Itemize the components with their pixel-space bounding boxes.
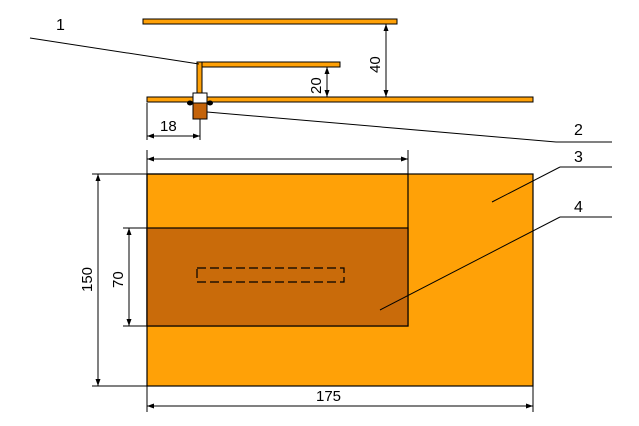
callout-1: 1 (56, 17, 65, 34)
callout-2: 2 (574, 122, 583, 139)
dimension-18: 18 (160, 118, 177, 135)
connector-nut-left (187, 100, 193, 106)
radiating-patch (146, 227, 409, 327)
connector-nut-right (207, 100, 213, 106)
dimension-70: 70 (110, 271, 127, 288)
side-view: 20 40 18 1 2 (29, 17, 612, 143)
connector-body (192, 102, 208, 120)
callout-4-leader (379, 216, 561, 311)
ground-plate-side (146, 96, 534, 103)
dimension-150: 150 (79, 267, 96, 292)
callout-3-leader (491, 166, 561, 203)
top-plate-side (142, 18, 398, 25)
top-view: 150 70 175 3 4 (79, 149, 612, 412)
callout-1-leader (29, 37, 200, 65)
middle-radiator-side (198, 61, 341, 68)
callout-2-leader (206, 111, 557, 143)
connector-top (192, 92, 208, 104)
dimension-20: 20 (308, 77, 325, 94)
callout-3: 3 (574, 149, 583, 166)
slot-outline (196, 267, 345, 283)
feed-pin (196, 61, 203, 96)
callout-4: 4 (574, 199, 583, 216)
dimension-175: 175 (316, 388, 341, 405)
dimension-40: 40 (367, 56, 384, 73)
